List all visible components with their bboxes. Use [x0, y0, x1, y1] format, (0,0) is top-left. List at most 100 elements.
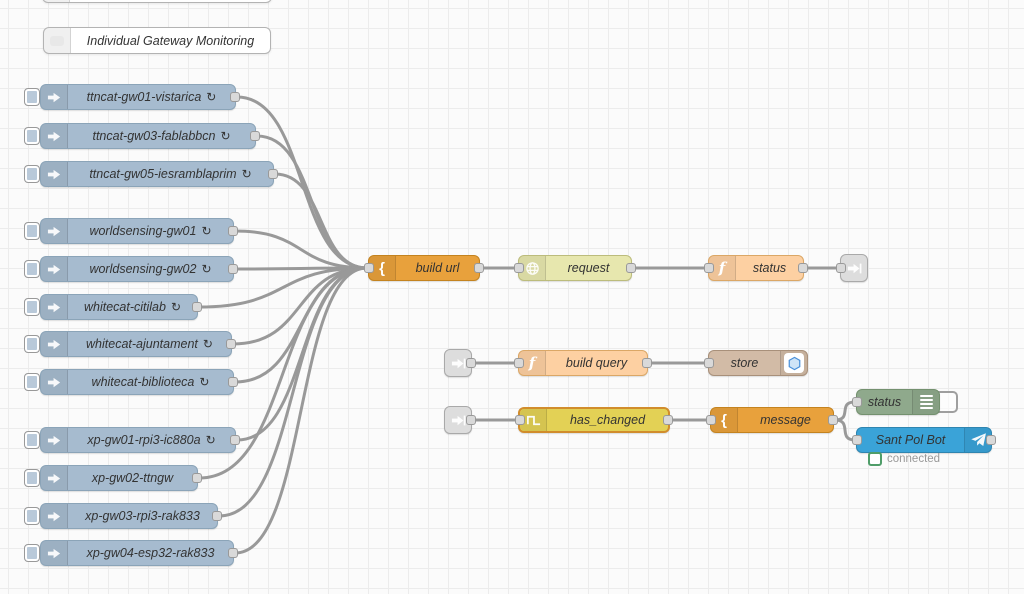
output-port[interactable] [192, 302, 202, 312]
node-request[interactable]: request [514, 255, 636, 281]
wire[interactable] [273, 172, 369, 270]
node-label: ttncat-gw05-iesramblaprim↻ [68, 162, 273, 186]
wire[interactable] [197, 266, 369, 309]
input-port[interactable] [706, 415, 716, 425]
output-port[interactable] [642, 358, 652, 368]
node-inj3[interactable]: ttncat-gw05-iesramblaprim↻ [24, 161, 278, 187]
inject-button[interactable] [24, 544, 40, 562]
node-inj9[interactable]: xp-gw01-rpi3-ic880a↻ [24, 427, 240, 453]
inject-arrow-icon [41, 219, 68, 243]
inject-button[interactable] [24, 88, 40, 106]
node-label-text: build query [565, 356, 628, 370]
output-port[interactable] [192, 473, 202, 483]
node-inj1[interactable]: ttncat-gw01-vistarica↻ [24, 84, 240, 110]
output-port[interactable] [828, 415, 838, 425]
input-port[interactable] [836, 263, 846, 273]
node-label: xp-gw01-rpi3-ic880a↻ [68, 428, 235, 452]
output-port[interactable] [663, 415, 673, 425]
node-inj2[interactable]: ttncat-gw03-fablabbcn↻ [24, 123, 260, 149]
input-port[interactable] [514, 263, 524, 273]
node-has_changed[interactable]: has_changed [515, 407, 673, 433]
repeat-icon: ↻ [201, 262, 212, 276]
output-port[interactable] [466, 358, 476, 368]
node-link_in1[interactable] [444, 349, 476, 377]
node-label: status [736, 256, 803, 280]
node-message[interactable]: {message [706, 407, 838, 433]
output-port[interactable] [230, 92, 240, 102]
input-port[interactable] [515, 415, 525, 425]
output-port[interactable] [228, 264, 238, 274]
wire[interactable] [217, 266, 369, 518]
inject-button[interactable] [24, 431, 40, 449]
input-port[interactable] [852, 397, 862, 407]
node-store[interactable]: store [704, 350, 808, 376]
repeat-icon: ↻ [206, 90, 217, 104]
input-port[interactable] [704, 263, 714, 273]
node-link_in2[interactable] [444, 406, 476, 434]
link-in-icon [445, 350, 471, 376]
wire[interactable] [197, 266, 369, 480]
node-inj10[interactable]: xp-gw02-ttngw [24, 465, 202, 491]
output-port[interactable] [212, 511, 222, 521]
node-inj5[interactable]: worldsensing-gw02 ↻ [24, 256, 238, 282]
node-label-text: xp-gw02-ttngw [91, 471, 174, 485]
output-port[interactable] [230, 435, 240, 445]
output-port[interactable] [228, 548, 238, 558]
input-port[interactable] [852, 435, 862, 445]
node-inj7[interactable]: whitecat-ajuntament↻ [24, 331, 236, 357]
inject-arrow-icon [41, 466, 68, 490]
output-port[interactable] [228, 377, 238, 387]
node-label-text: Individual Gateway Monitoring [86, 33, 255, 48]
node-build_url[interactable]: {build url [364, 255, 484, 281]
node-label-text: xp-gw04-esp32-rak833 [86, 546, 215, 560]
output-port[interactable] [626, 263, 636, 273]
status-list-icon [919, 395, 933, 409]
wire[interactable] [233, 266, 369, 555]
node-link_out1[interactable] [836, 254, 868, 282]
repeat-icon: ↻ [241, 167, 252, 181]
node-label: Individual Gateway Monitoring [71, 28, 270, 53]
wire[interactable] [235, 266, 369, 442]
inject-button[interactable] [24, 298, 40, 316]
input-port[interactable] [364, 263, 374, 273]
inject-button[interactable] [24, 127, 40, 145]
node-comment1[interactable]: Individual Gateway Monitoring [43, 27, 271, 54]
node-label-text: status [867, 395, 902, 409]
node-ui_status[interactable]: status [852, 389, 940, 415]
wire[interactable] [833, 418, 857, 442]
output-port[interactable] [474, 263, 484, 273]
node-label: store [709, 351, 780, 375]
inject-button[interactable] [24, 260, 40, 278]
node-label: message [738, 408, 833, 432]
node-inj11[interactable]: xp-gw03-rpi3-rak833 [24, 503, 222, 529]
node-inj12[interactable]: xp-gw04-esp32-rak833 [24, 540, 238, 566]
output-port[interactable] [798, 263, 808, 273]
input-port[interactable] [514, 358, 524, 368]
output-port[interactable] [268, 169, 278, 179]
inject-button[interactable] [24, 335, 40, 353]
inject-button[interactable] [24, 507, 40, 525]
node-telegram[interactable]: Sant Pol Bot [852, 427, 996, 453]
inject-button[interactable] [24, 373, 40, 391]
output-port[interactable] [466, 415, 476, 425]
node-inj6[interactable]: whitecat-citilab↻ [24, 294, 202, 320]
node-inj8[interactable]: whitecat-biblioteca↻ [24, 369, 238, 395]
link-out-icon [841, 255, 867, 281]
node-inj4[interactable]: worldsensing-gw01↻ [24, 218, 238, 244]
wire[interactable] [233, 229, 369, 270]
node-comment_top[interactable] [42, 0, 272, 3]
inject-button[interactable] [24, 222, 40, 240]
output-port[interactable] [228, 226, 238, 236]
node-label-text: worldsensing-gw02 [89, 262, 197, 276]
node-label-text: xp-gw03-rpi3-rak833 [85, 509, 200, 523]
output-port[interactable] [226, 339, 236, 349]
inject-button[interactable] [24, 469, 40, 487]
output-port[interactable] [986, 435, 996, 445]
inject-button[interactable] [24, 165, 40, 183]
input-port[interactable] [704, 358, 714, 368]
output-port[interactable] [250, 131, 260, 141]
link-in-icon [445, 407, 471, 433]
